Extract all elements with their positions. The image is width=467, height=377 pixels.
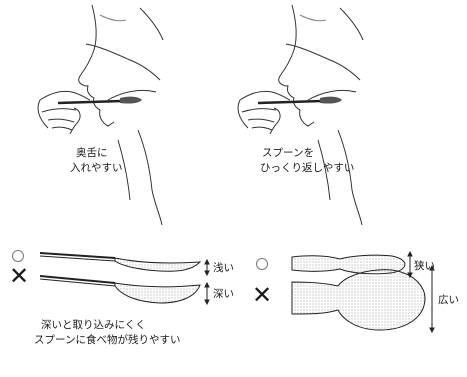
shallow-label: 浅い: [213, 261, 234, 275]
wide-label: 広い: [438, 293, 459, 307]
depth-arrow-deep: [205, 283, 209, 304]
bottom-caption-line2: スプーンに食べ物が残りやすい: [34, 333, 180, 347]
caption-left-line1: 奥舌に: [76, 146, 108, 160]
bad-mark-cross: ✕: [9, 264, 29, 288]
width-arrow-narrow: [408, 252, 412, 277]
narrow-label: 狭い: [414, 259, 435, 273]
caption-left-line2: 入れやすい: [70, 161, 123, 175]
shallow-spoon-side-view: [40, 253, 200, 271]
head-profile-right: [279, 5, 363, 225]
deep-spoon-side-view: [40, 276, 200, 303]
depth-arrow-shallow: [205, 260, 209, 275]
head-profile-left: [79, 5, 163, 225]
width-arrow-wide: [430, 266, 434, 332]
spoon-in-mouth-right: [258, 97, 342, 104]
bottom-caption-line1: 深いと取り込みにくく: [41, 318, 146, 332]
deep-label: 深い: [213, 287, 234, 301]
hand-right: [238, 91, 290, 134]
good-mark-circle: [12, 250, 24, 262]
spoon-in-mouth-left: [58, 97, 142, 104]
hand-left: [38, 91, 90, 134]
wide-spoon-top-view: [292, 270, 425, 330]
bad-mark-cross-right: ✕: [252, 283, 272, 307]
caption-right-line1: スプーンを: [262, 146, 314, 160]
good-mark-circle-right: [256, 258, 268, 270]
caption-right-line2: ひっくり返しやすい: [260, 161, 354, 175]
